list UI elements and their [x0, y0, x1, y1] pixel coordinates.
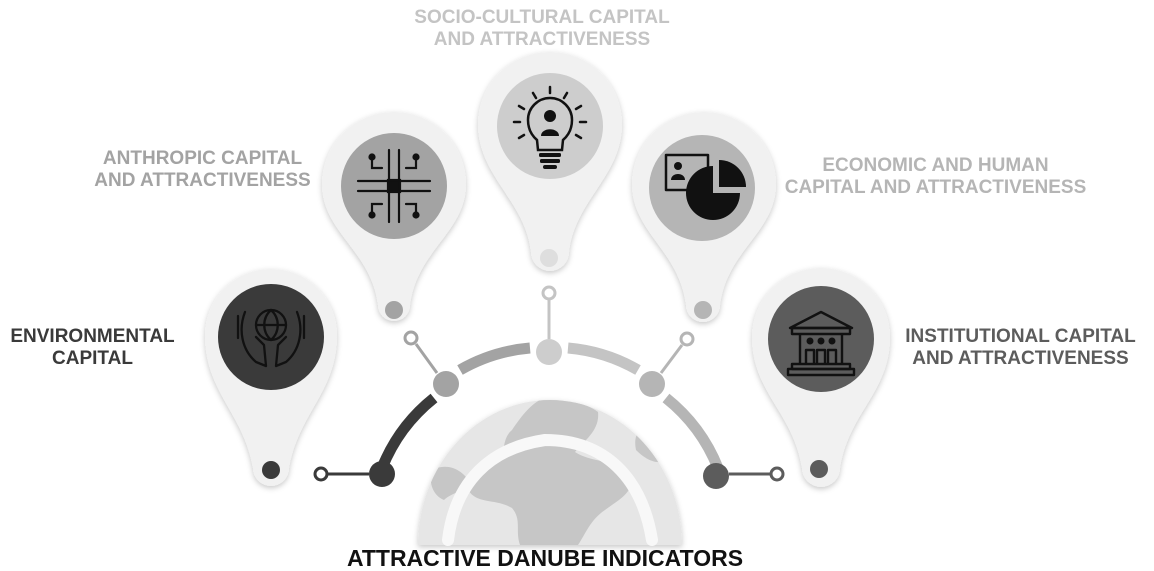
label-economic-line2: CAPITAL AND ATTRACTIVENESS [784, 177, 1087, 198]
pin-socio [478, 52, 622, 271]
label-institutional: INSTITUTIONAL CAPITAL AND ATTRACTIVENESS [888, 326, 1153, 370]
label-institutional-line2: AND ATTRACTIVENESS [912, 348, 1129, 369]
globe-icon [418, 400, 682, 546]
arc-node-anthropic [433, 371, 459, 397]
label-anthropic: ANTHROPIC CAPITAL AND ATTRACTIVENESS [80, 148, 325, 192]
pin-environmental [205, 269, 337, 486]
label-environmental: ENVIRONMENTAL CAPITAL [0, 326, 185, 370]
arc-node-economic [639, 371, 665, 397]
hands-globe-icon [236, 308, 306, 368]
label-anthropic-line2: AND ATTRACTIVENESS [94, 170, 311, 191]
pin-anthropic [322, 112, 466, 321]
pin-institutional [752, 268, 890, 487]
label-institutional-line1: INSTITUTIONAL CAPITAL [905, 326, 1136, 347]
label-socio-cultural-line1: SOCIO-CULTURAL CAPITAL [414, 7, 670, 28]
presentation-pie-chart-icon [664, 153, 746, 220]
arc-node-environmental [369, 461, 395, 487]
connectors [313, 285, 785, 482]
label-socio-cultural: SOCIO-CULTURAL CAPITAL AND ATTRACTIVENES… [392, 7, 692, 51]
arc-segments [376, 342, 724, 471]
lightbulb-person-icon [512, 85, 588, 169]
arc-node-socio [536, 339, 562, 365]
label-anthropic-line1: ANTHROPIC CAPITAL [102, 148, 303, 169]
pin-economic [632, 112, 776, 322]
label-environmental-line2: CAPITAL [52, 348, 133, 369]
label-economic: ECONOMIC AND HUMAN CAPITAL AND ATTRACTIV… [768, 155, 1103, 199]
label-socio-cultural-line2: AND ATTRACTIVENESS [433, 29, 651, 50]
circuit-chip-icon [356, 148, 432, 224]
label-economic-line1: ECONOMIC AND HUMAN [822, 155, 1049, 176]
label-environmental-line1: ENVIRONMENTAL [10, 326, 175, 347]
diagram-title: ATTRACTIVE DANUBE INDICATORS [346, 545, 744, 571]
institution-building-icon [786, 310, 856, 377]
arc-node-institutional [703, 463, 729, 489]
